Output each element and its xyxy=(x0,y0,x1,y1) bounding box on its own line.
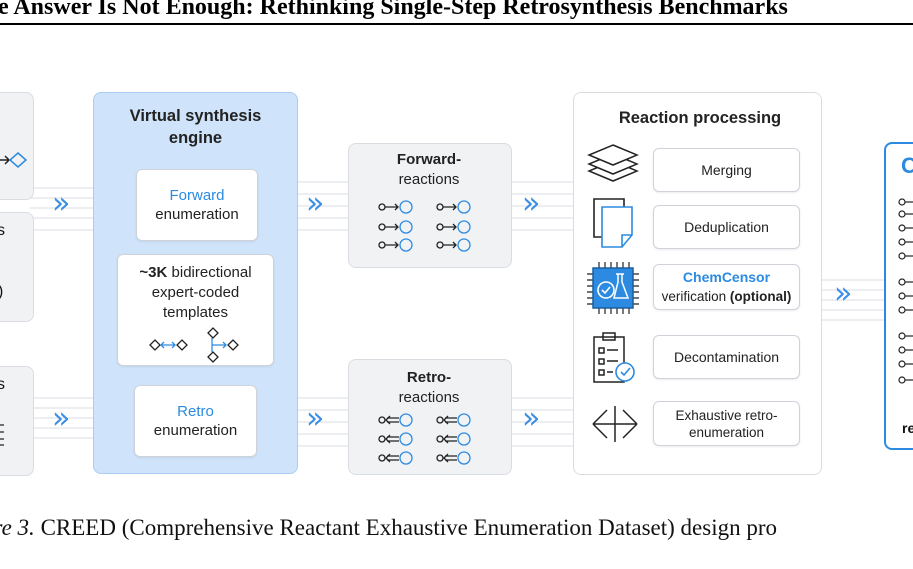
retro-reactions-line1: Retro- xyxy=(406,369,452,386)
left-panel-middle xyxy=(0,212,34,322)
layers-icon xyxy=(587,144,639,182)
right-panel-label: re xyxy=(902,420,913,436)
templates-description: bidirectional expert-coded templates xyxy=(151,264,252,321)
caption-text: CREED (Comprehensive Reactant Exhaustive… xyxy=(40,515,778,540)
templates-count: ~3K xyxy=(139,264,168,281)
left-label-c: s xyxy=(0,376,5,393)
left-panel-top xyxy=(0,92,34,200)
merging-label: Merging xyxy=(701,161,752,178)
forward-enumeration-sub: enumeration xyxy=(155,206,239,223)
retro-enumeration-label: Retro xyxy=(177,403,214,420)
retro-reactions-icon xyxy=(378,413,471,465)
output-reactions-icon xyxy=(898,198,913,384)
documents-icon xyxy=(593,198,633,248)
verification-label: verification xyxy=(661,289,727,304)
chemcensor-step: ChemCensor verification (optional) xyxy=(653,264,800,310)
forward-reactions-icon xyxy=(378,200,471,252)
template-diamond-icon xyxy=(148,327,239,363)
forward-reactions-line2: reactions xyxy=(398,171,460,188)
retro-enumeration-card: Retro enumeration xyxy=(134,385,257,457)
forward-enumeration-label: Forward xyxy=(169,187,225,204)
left-label-b: ) xyxy=(0,283,3,301)
retro-reactions-line2: reactions xyxy=(398,389,460,406)
deduplication-step: Deduplication xyxy=(653,205,800,249)
chevron-right-icon: » xyxy=(522,186,541,221)
retro-arrow-icon xyxy=(592,406,638,442)
forward-reactions-panel xyxy=(348,143,512,268)
chevron-right-icon: » xyxy=(306,186,325,221)
chevron-right-icon: » xyxy=(834,276,853,311)
optional-label: (optional) xyxy=(729,289,792,304)
forward-enumeration-card: Forward enumeration xyxy=(136,169,258,241)
chevron-right-icon: » xyxy=(306,401,325,436)
left-label-a: s xyxy=(0,222,5,239)
exhaustive-retro-label: Exhaustive retro-enumeration xyxy=(675,407,778,440)
synthesis-engine-title: Virtual synthesis engine xyxy=(129,107,262,147)
forward-reactions-title: Forward- reactions xyxy=(348,150,510,190)
figure-label: ure 3. xyxy=(0,515,35,540)
chip-flask-icon xyxy=(587,262,639,314)
retro-reactions-title: Retro- reactions xyxy=(348,368,510,408)
reaction-processing-title: Reaction processing xyxy=(618,109,782,127)
decontamination-label: Decontamination xyxy=(673,348,780,365)
merging-step: Merging xyxy=(653,148,800,192)
checklist-icon xyxy=(593,332,635,383)
templates-text: ~3K bidirectional expert-coded templates xyxy=(126,263,266,323)
forward-reactions-line1: Forward- xyxy=(396,151,462,168)
decontamination-step: Decontamination xyxy=(653,335,800,379)
chevron-right-icon: » xyxy=(52,186,71,221)
chevron-right-icon: » xyxy=(522,401,541,436)
right-panel-title: C xyxy=(901,153,913,178)
templates-card: ~3K bidirectional expert-coded templates xyxy=(117,254,274,366)
verification-line: verification (optional) xyxy=(662,287,792,306)
left-reaction-icon xyxy=(0,152,28,168)
left-panel-bottom xyxy=(0,366,34,476)
retro-reactions-panel xyxy=(348,359,512,475)
figure-caption: ure 3. CREED (Comprehensive Reactant Exh… xyxy=(0,515,913,541)
chemcensor-label: ChemCensor xyxy=(682,269,771,285)
header-rule xyxy=(0,23,913,25)
page-header-title: ngle Answer Is Not Enough: Rethinking Si… xyxy=(0,0,788,20)
deduplication-label: Deduplication xyxy=(684,218,769,235)
exhaustive-retro-step: Exhaustive retro-enumeration xyxy=(653,401,800,446)
left-stack-icon xyxy=(0,424,4,446)
chevron-right-icon: » xyxy=(52,401,71,436)
retro-enumeration-sub: enumeration xyxy=(153,422,238,439)
